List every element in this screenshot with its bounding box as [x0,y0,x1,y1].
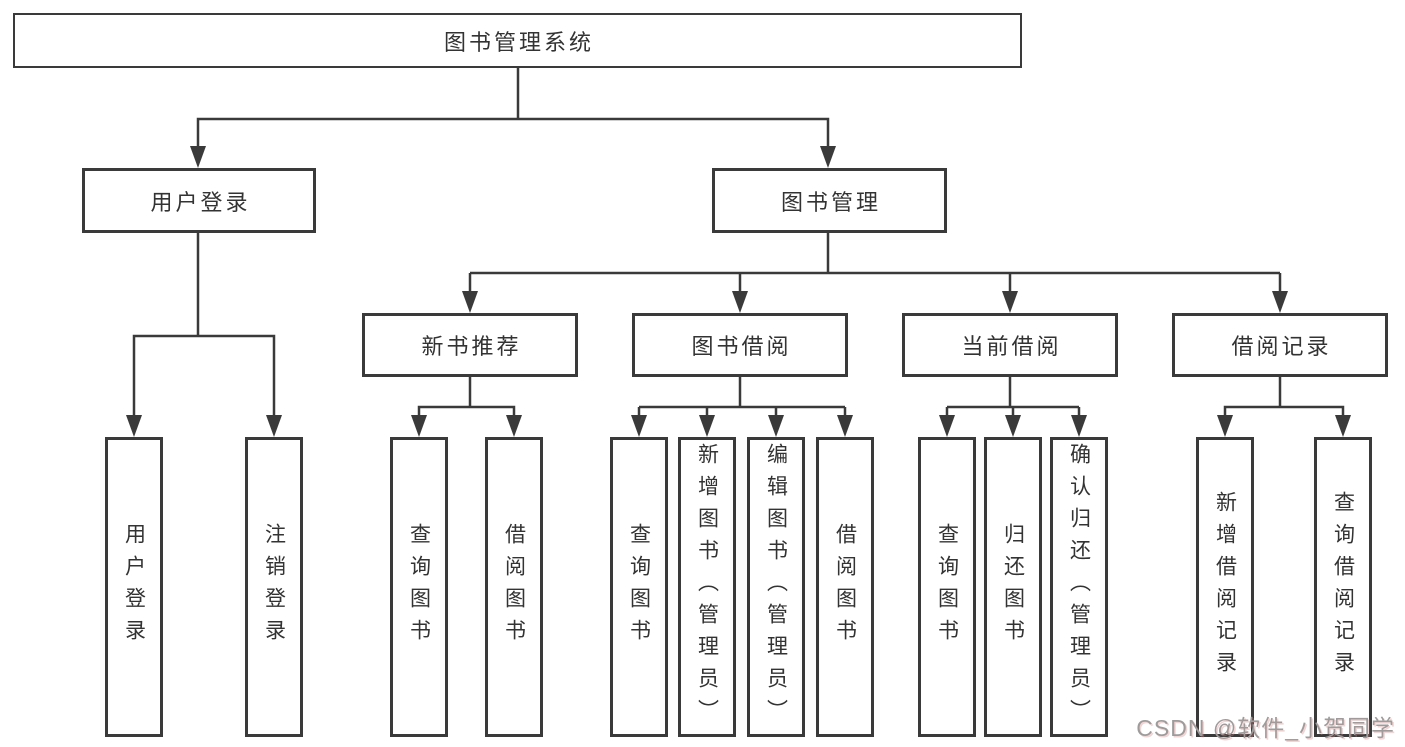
leaf-nb-query-books: 查询图书 [390,437,448,737]
leaf-bb-edit-books-admin: 编辑图书（管理员） [747,437,805,737]
leaf-nb-borrow-books: 借阅图书 [485,437,543,737]
node-label: 注销登录 [262,523,286,651]
node-label: 图书管理系统 [443,29,594,55]
leaf-bb-add-books-admin: 新增图书（管理员） [678,437,736,737]
node-label: 编辑图书（管理员） [764,443,788,731]
leaf-bb-query-books: 查询图书 [610,437,668,737]
leaf-cb-query-books: 查询图书 [918,437,976,737]
node-book-management: 图书管理 [712,168,947,233]
connector-new-book-recommend-split [417,377,516,421]
node-label: 查询图书 [407,523,431,651]
csdn-watermark: CSDN @软件_小贺同学 [1136,715,1395,741]
node-label: 图书借阅 [691,334,792,359]
connector-book-borrow-split [637,377,847,421]
leaf-bb-borrow-books: 借阅图书 [816,437,874,737]
node-label: 新增借阅记录 [1213,491,1237,683]
node-label: 确认归还（管理员） [1067,443,1091,731]
node-label: 新书推荐 [421,334,522,359]
node-label: 归还图书 [1001,523,1025,651]
connector-borrow-records-split [1223,377,1345,421]
node-label: 借阅图书 [502,523,526,651]
node-user-login: 用户登录 [82,168,316,233]
node-label: 当前借阅 [961,334,1062,359]
node-label: 用户登录 [150,189,251,215]
connector-root-split [196,117,830,152]
node-label: 查询图书 [935,523,959,651]
node-new-book-recommend: 新书推荐 [362,313,578,377]
node-label: 查询借阅记录 [1331,491,1355,683]
node-label: 查询图书 [627,523,651,651]
leaf-logout: 注销登录 [245,437,303,737]
node-label: 图书管理 [780,189,881,215]
leaf-cb-confirm-return-admin: 确认归还（管理员） [1050,437,1108,737]
node-library-management-system: 图书管理系统 [13,13,1022,68]
node-label: 借阅记录 [1231,334,1332,359]
leaf-br-query-record: 查询借阅记录 [1314,437,1372,737]
node-current-borrow: 当前借阅 [902,313,1118,377]
node-label: 借阅图书 [833,523,857,651]
node-label: 新增图书（管理员） [695,443,719,731]
connector-user-login-split [132,334,276,421]
leaf-cb-return-books: 归还图书 [984,437,1042,737]
node-book-borrow: 图书借阅 [632,313,848,377]
connector-current-borrow-split [945,377,1081,421]
arrowheads [126,146,1351,437]
leaf-user-login: 用户登录 [105,437,163,737]
node-borrow-records: 借阅记录 [1172,313,1388,377]
node-label: 用户登录 [122,523,146,651]
leaf-br-add-record: 新增借阅记录 [1196,437,1254,737]
